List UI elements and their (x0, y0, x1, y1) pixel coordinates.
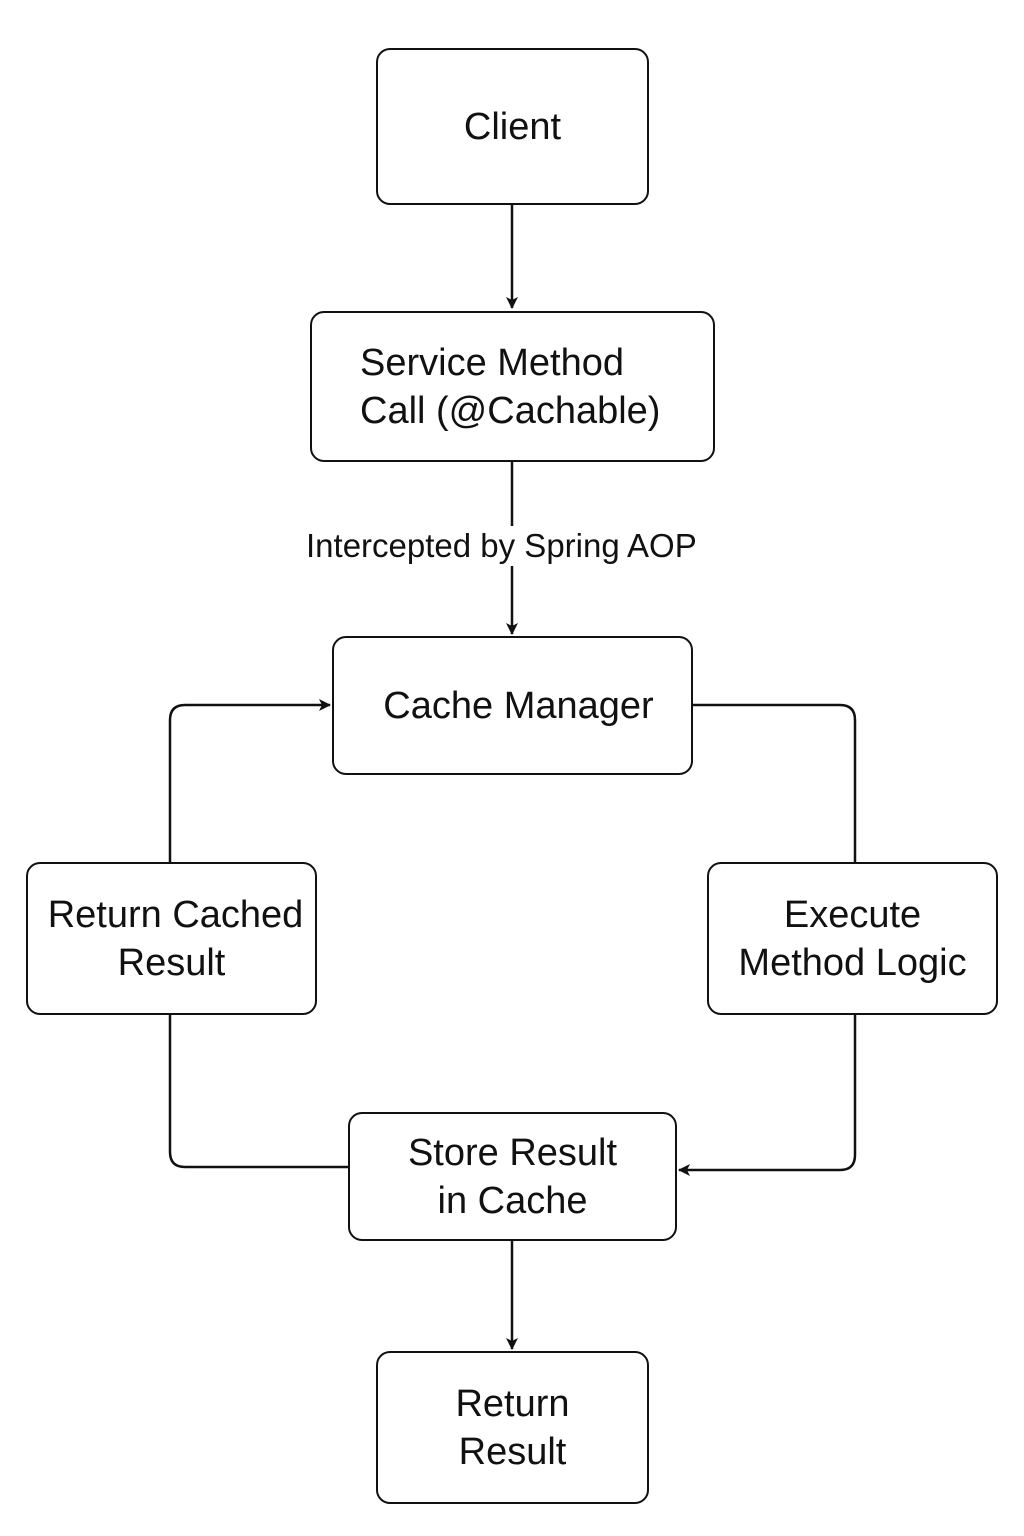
node-client-line-1: Client (463, 105, 562, 148)
node-return-cached-result-line-1: Return Cached (47, 893, 304, 936)
node-return-result-line-1: Return (455, 1382, 570, 1425)
node-service-method-call-line-1: Service Method (360, 341, 625, 384)
node-return-result: Return Result (376, 1351, 649, 1504)
node-execute-method-logic: Execute Method Logic (707, 862, 998, 1015)
edge-store-to-return-cached (168, 1015, 348, 1169)
node-return-cached-result-line-2: Result (117, 941, 226, 984)
node-cache-manager-line-1: Cache Manager (383, 685, 654, 727)
node-execute-method-logic-line-1: Execute (783, 893, 922, 936)
node-return-result-line-2: Result (458, 1430, 567, 1473)
node-service-method-call-line-2: Call (@Cachable) (360, 389, 661, 432)
edge-execute-to-store (678, 1015, 857, 1176)
node-execute-method-logic-line-2: Method Logic (738, 941, 967, 984)
node-client: Client (376, 48, 649, 205)
edge-cache-manager-to-execute (693, 703, 857, 862)
node-store-result-in-cache-line-2: in Cache (437, 1179, 588, 1222)
node-return-cached-result: Return Cached Result (26, 862, 317, 1015)
node-cache-manager: Cache Manager (332, 636, 693, 775)
edge-return-cached-to-cache-manager (168, 699, 331, 862)
node-store-result-in-cache-line-1: Store Result (407, 1131, 618, 1174)
edge-label-intercepted: Intercepted by Spring AOP (302, 526, 701, 566)
node-service-method-call: Service Method Call (@Cachable) (310, 311, 715, 462)
node-store-result-in-cache: Store Result in Cache (348, 1112, 677, 1241)
